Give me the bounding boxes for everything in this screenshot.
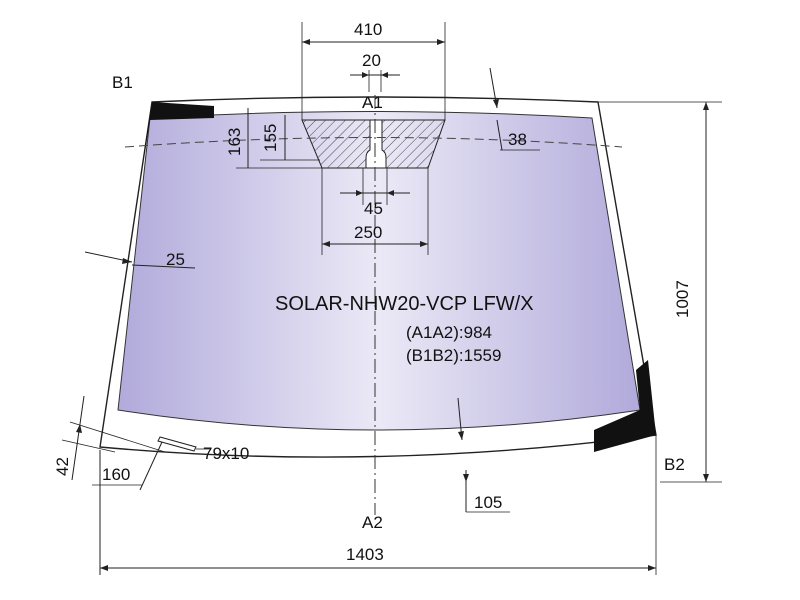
dim-label-42: 42 [53, 457, 72, 476]
dim-label-410: 410 [354, 20, 382, 39]
sensor-notch [365, 119, 387, 169]
spec-b1b2: (B1B2):1559 [406, 346, 501, 365]
dim-label-250: 250 [354, 223, 382, 242]
dim-1403 [100, 435, 657, 575]
point-label-a1: A1 [362, 93, 383, 112]
model-title: SOLAR-NHW20-VCP LFW/X [275, 293, 534, 315]
spec-a1a2: (A1A2):984 [406, 323, 492, 342]
dim-label-45: 45 [364, 199, 383, 218]
dim-38 [489, 67, 540, 151]
tinted-area [117, 111, 641, 431]
black-band-bottom-right [594, 360, 656, 452]
dim-20 [350, 70, 400, 92]
point-label-b2: B2 [664, 455, 685, 474]
dim-label-160: 160 [102, 465, 130, 484]
dim-label-38: 38 [508, 130, 527, 149]
dim-25 [84, 251, 196, 269]
dim-label-20: 20 [362, 51, 381, 70]
dim-label-79x10: 79x10 [203, 444, 249, 463]
dim-inner-arrow [457, 397, 464, 441]
dim-label-25: 25 [166, 250, 185, 269]
dim-label-105: 105 [474, 493, 502, 512]
dim-label-155: 155 [261, 124, 280, 152]
black-band-top-left [140, 102, 214, 178]
dim-1007 [598, 101, 722, 483]
point-label-b1: B1 [112, 73, 133, 92]
dim-45-250 [321, 168, 429, 255]
dim-42-160 [61, 395, 210, 575]
point-label-a2: A2 [362, 513, 383, 532]
dim-410 [301, 22, 446, 120]
dim-163-155 [236, 108, 330, 169]
dim-label-1403: 1403 [346, 545, 384, 564]
dim-label-163: 163 [225, 128, 244, 156]
dim-105 [463, 470, 510, 513]
dim-label-1007: 1007 [673, 280, 692, 318]
